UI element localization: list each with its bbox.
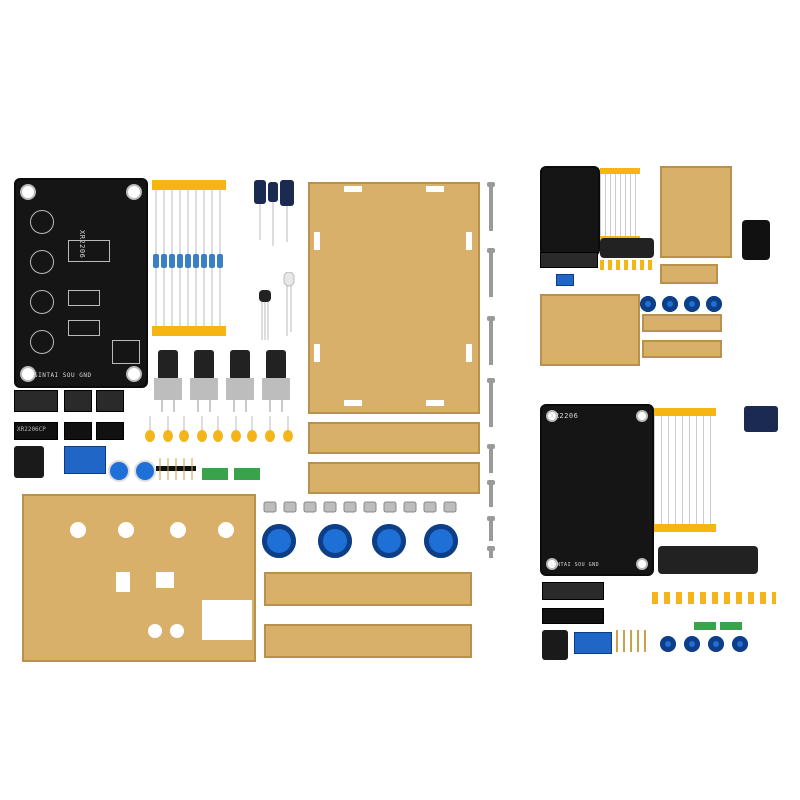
green-switch — [202, 468, 228, 480]
pcb-board: XR2206 SINTAI SOU GND — [14, 178, 148, 388]
acrylic-strip — [308, 422, 480, 454]
knob — [318, 524, 352, 558]
knob — [262, 524, 296, 558]
preview-pcb-marking: XR2206 — [550, 412, 579, 420]
knob — [424, 524, 458, 558]
green-switch — [234, 468, 260, 480]
dc-jack — [14, 446, 44, 478]
chip-label: XR2206CP — [17, 426, 46, 433]
knob — [372, 524, 406, 558]
terminal-block — [64, 446, 106, 474]
resistor-tape-bottom — [152, 326, 226, 336]
trimpot — [108, 460, 130, 482]
pin-header — [156, 458, 196, 480]
trimpot — [134, 460, 156, 482]
mount-hole — [20, 184, 36, 200]
resistor-tape-top — [152, 180, 226, 190]
ic-small-b — [96, 422, 124, 440]
acrylic-strip — [308, 462, 480, 494]
mount-hole — [20, 366, 36, 382]
ic-socket-16 — [14, 390, 58, 412]
pcb-bottom-label: SINTAI SOU GND — [34, 372, 92, 379]
acrylic-top-plate — [308, 182, 480, 414]
preview-top — [536, 164, 780, 368]
potentiometers — [152, 350, 292, 414]
acrylic-bottom-strip — [264, 624, 472, 658]
preview-pcb-bottom-label: SINTAI SOU GND — [550, 562, 600, 568]
preview-bottom: XR2206 SINTAI SOU GND — [538, 402, 782, 664]
acrylic-bottom-strip — [264, 572, 472, 606]
nuts — [262, 500, 474, 514]
electrolytic-capacitors — [252, 180, 298, 250]
ic-socket-8b — [96, 390, 124, 412]
ceramic-capacitors — [144, 416, 296, 454]
screws — [484, 182, 498, 558]
ic-chip: XR2206CP — [14, 422, 58, 440]
mount-hole — [126, 184, 142, 200]
resistor-strip — [152, 190, 226, 326]
led — [282, 271, 296, 336]
acrylic-base-plate — [22, 494, 256, 662]
ic-small-a — [64, 422, 92, 440]
ic-socket-8a — [64, 390, 92, 412]
mount-hole — [126, 366, 142, 382]
transistor — [258, 290, 272, 340]
